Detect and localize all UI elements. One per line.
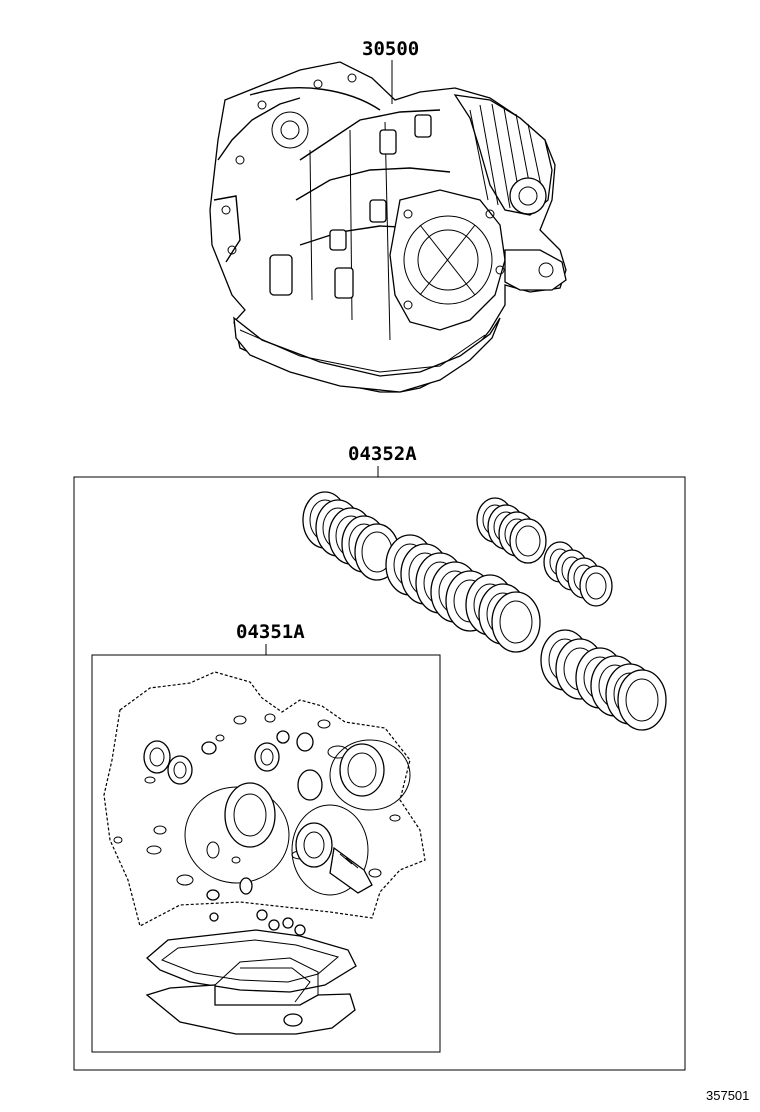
clutch-disc-stack-5[interactable] — [543, 541, 613, 607]
figure-number: 357501 — [706, 1088, 749, 1103]
small-o-rings[interactable] — [206, 877, 306, 936]
clutch-disc-stack-2[interactable] — [385, 534, 495, 632]
transaxle-assembly-illustration[interactable] — [209, 61, 567, 393]
oil-seal-right[interactable] — [297, 739, 411, 811]
clutch-disc-stack-4[interactable] — [476, 497, 547, 564]
oil-seal-left[interactable] — [143, 740, 193, 785]
oil-pan[interactable] — [145, 957, 356, 1035]
callout-04352a[interactable]: 04352A — [348, 443, 417, 465]
clutch-disc-stack-3[interactable] — [465, 574, 541, 653]
overhaul-kit-frame — [73, 476, 686, 1071]
callout-04351a[interactable]: 04351A — [236, 621, 305, 643]
oil-seal-center[interactable] — [291, 804, 369, 896]
clutch-disc-stack-1[interactable] — [302, 491, 400, 581]
gasket-kit-frame — [91, 654, 441, 1053]
pump-body-gasket[interactable] — [184, 782, 290, 884]
o-ring-set-top[interactable] — [201, 730, 314, 772]
callout-30500[interactable]: 30500 — [362, 38, 419, 60]
shaft-seal[interactable] — [329, 846, 373, 894]
valve-body-gasket[interactable] — [103, 671, 426, 927]
clutch-disc-stack-6[interactable] — [540, 629, 667, 731]
